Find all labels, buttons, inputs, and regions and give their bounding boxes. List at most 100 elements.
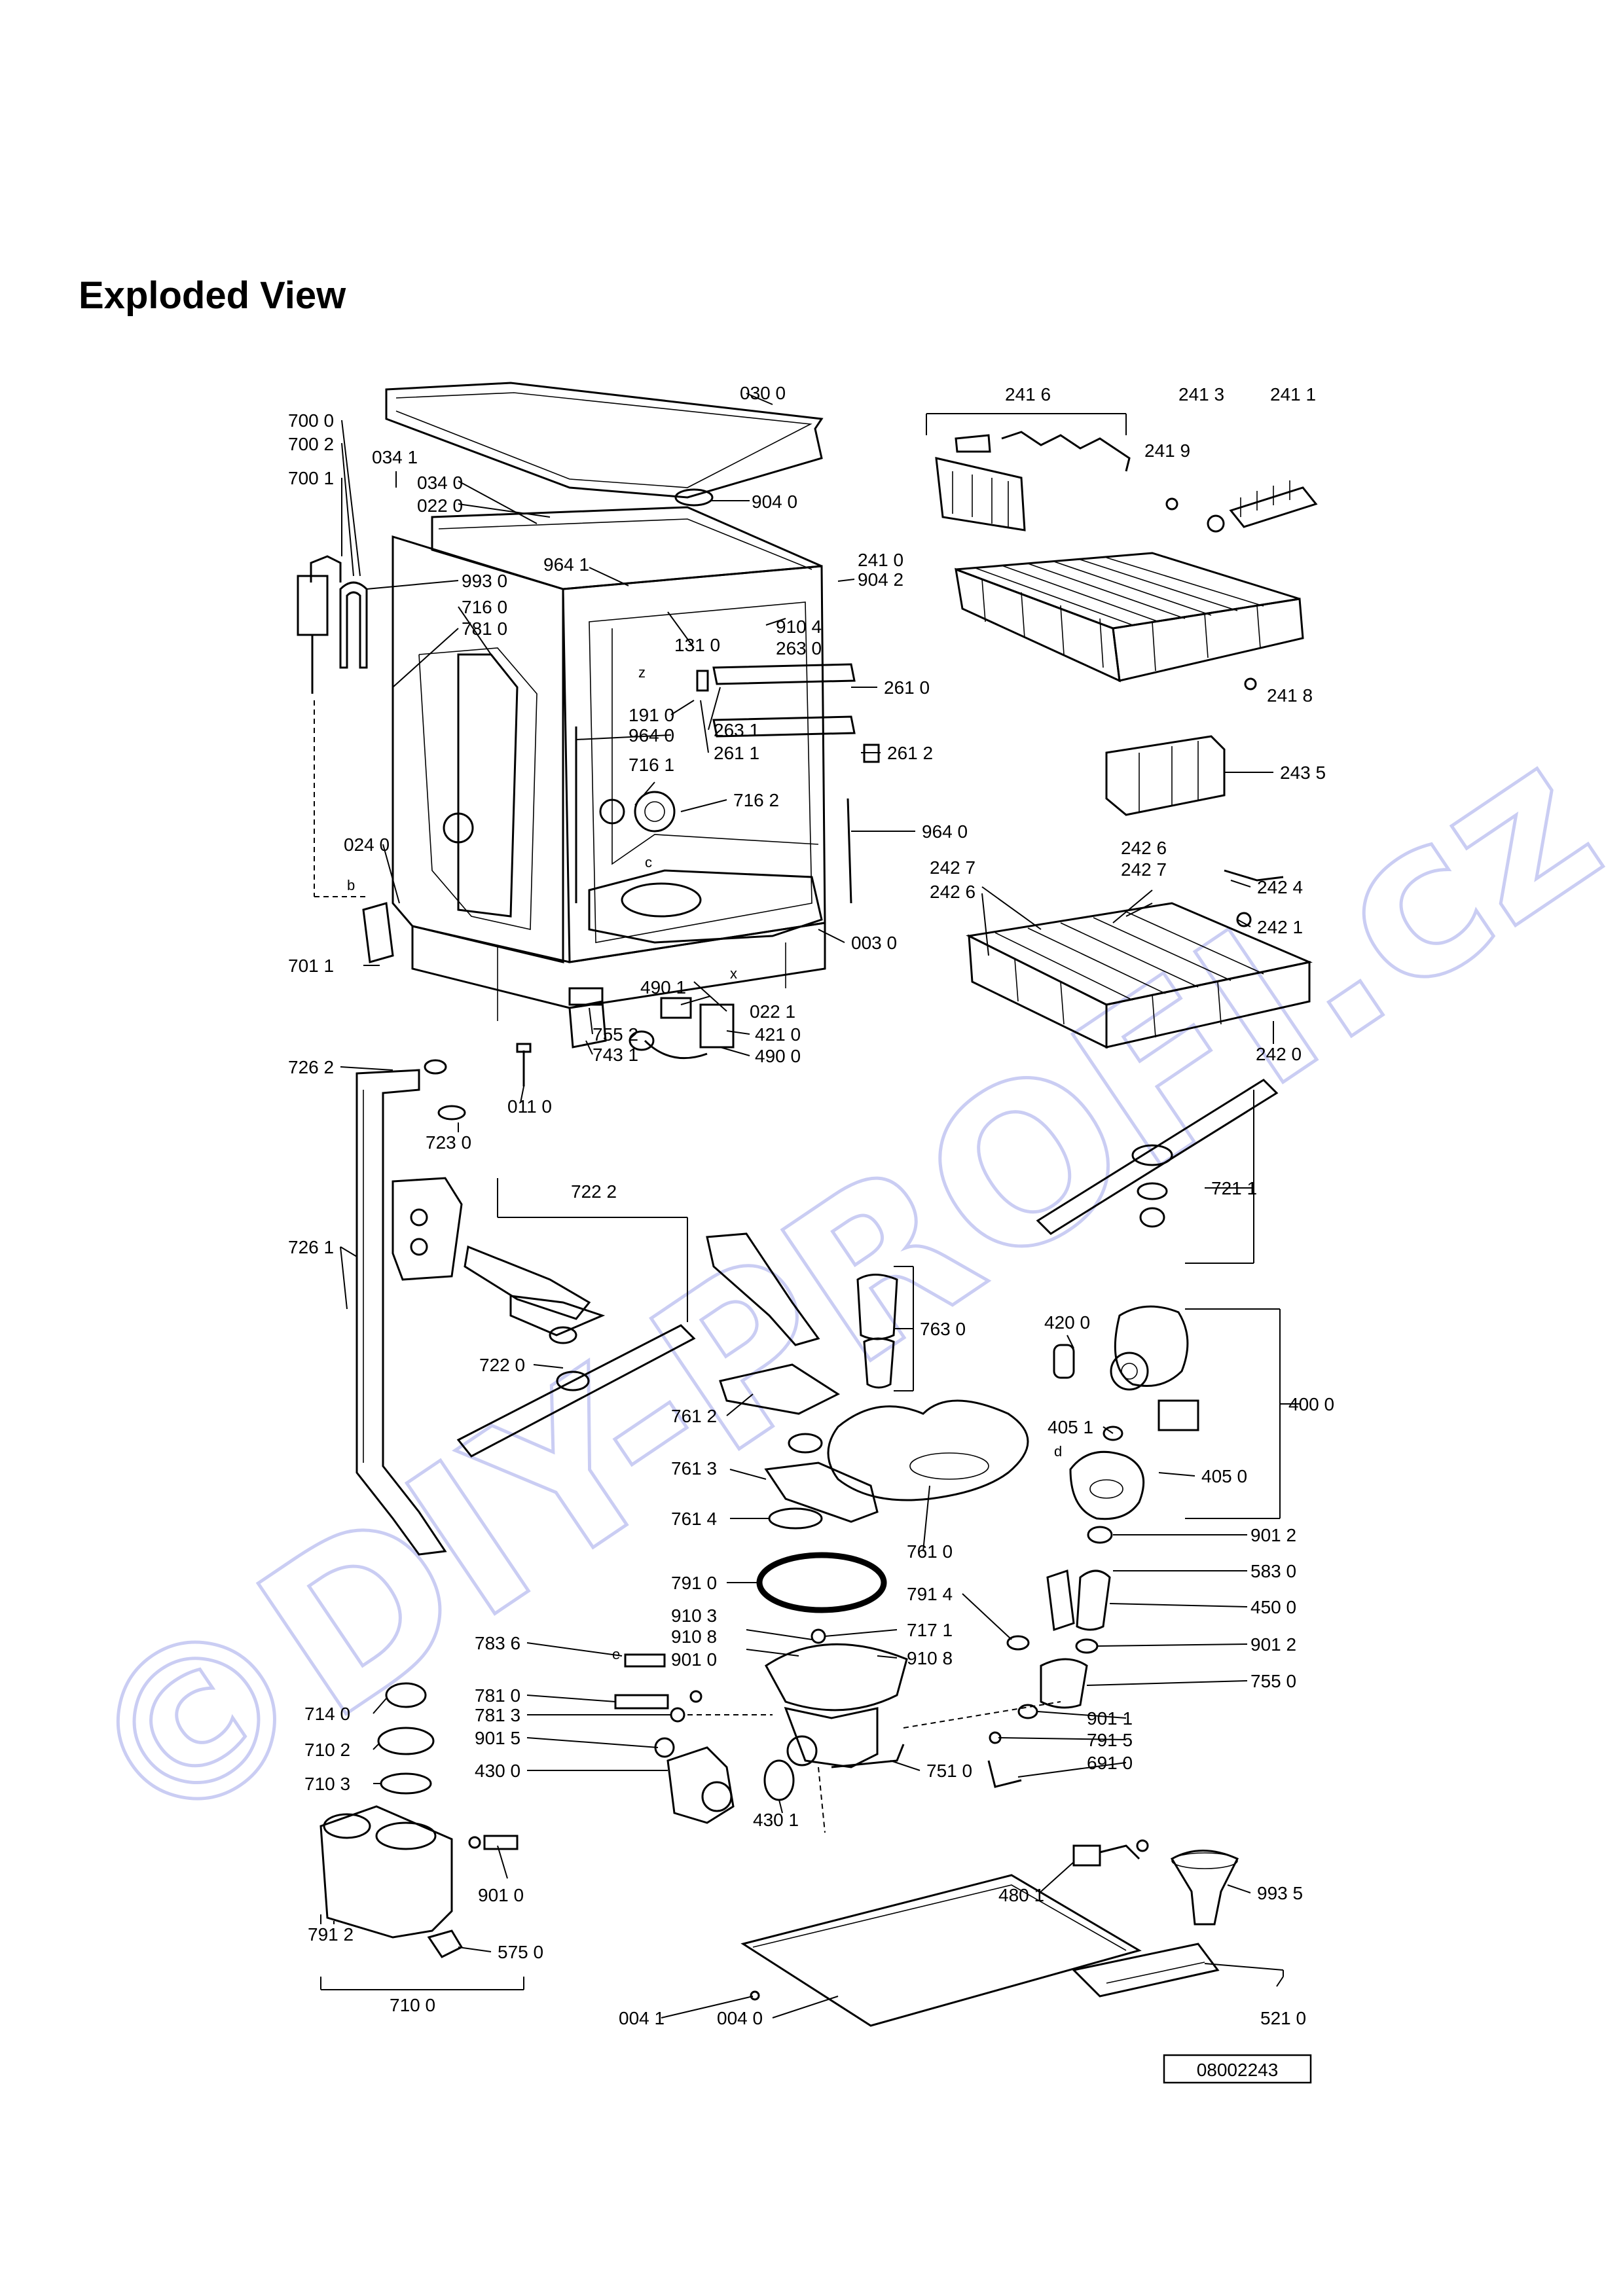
callout-763-0: 763 0 [920, 1319, 966, 1339]
sump-seal-ring-part [756, 1552, 887, 1613]
funnel-part [1170, 1850, 1239, 1926]
callout-761-3: 761 3 [671, 1458, 717, 1479]
callout-575-0: 575 0 [498, 1942, 543, 1962]
filter-seal-part [768, 1507, 823, 1530]
filter-cup-part [764, 1462, 879, 1523]
coarse-filter-part [856, 1274, 898, 1340]
salt-cap-part [385, 1682, 427, 1708]
upper-spray-hub-part [634, 791, 676, 833]
base-part [411, 922, 826, 1009]
callout-910-8-a: 910 8 [671, 1626, 717, 1647]
distributor-part [392, 1177, 463, 1281]
callout-993-5: 993 5 [1257, 1883, 1303, 1903]
callout-700-0: 700 0 [288, 410, 334, 431]
callout-261-2: 261 2 [887, 743, 933, 763]
callout-964-0-a: 964 0 [629, 725, 674, 745]
worktop-part [385, 382, 824, 499]
callout-261-0: 261 0 [884, 677, 930, 698]
upper-spray-arm-part [1036, 1079, 1279, 1235]
callout-003-0: 003 0 [851, 933, 897, 953]
callout-022-0: 022 0 [417, 495, 463, 516]
callout-022-1: 022 1 [750, 1001, 795, 1022]
callout-480-1: 480 1 [998, 1885, 1044, 1905]
circulation-pump-motor-part [1114, 1305, 1189, 1387]
ref-letter-z: z [638, 664, 646, 681]
callout-034-1: 034 1 [372, 447, 418, 467]
ref-letter-c: c [645, 854, 652, 870]
callout-791-2: 791 2 [308, 1924, 354, 1945]
callout-241-3: 241 3 [1178, 384, 1224, 404]
lower-spray-arm-part [456, 1324, 696, 1458]
callout-701-1: 701 1 [288, 956, 334, 976]
spray-arm-carrier-part [719, 1363, 841, 1415]
callout-241-9: 241 9 [1144, 440, 1190, 461]
watermark-text: ©DIY-PROFI.cz [39, 694, 1623, 1888]
hose-part [1040, 1658, 1088, 1709]
callout-191-0: 191 0 [629, 705, 674, 725]
callout-964-1: 964 1 [543, 554, 589, 575]
drain-pump-part [666, 1746, 735, 1824]
callout-700-2: 700 2 [288, 434, 334, 454]
callout-490-1: 490 1 [640, 977, 686, 997]
callout-910-4: 910 4 [776, 617, 822, 637]
rail-part [712, 663, 856, 685]
callout-241-1: 241 1 [1270, 384, 1316, 404]
ref-letter-d: d [1054, 1443, 1062, 1460]
callout-910-3: 910 3 [671, 1605, 717, 1626]
callout-261-1: 261 1 [714, 743, 759, 763]
callout-420-0: 420 0 [1044, 1312, 1090, 1333]
callout-901-2-b: 901 2 [1250, 1634, 1296, 1655]
ref-letter-x: x [730, 965, 737, 982]
callout-904-2: 904 2 [858, 569, 903, 590]
callout-521-0: 521 0 [1260, 2008, 1306, 2028]
pump-group [987, 1305, 1281, 1788]
callout-710-3: 710 3 [304, 1774, 350, 1794]
base-bottom-group [740, 1839, 1239, 2027]
callout-791-5: 791 5 [1087, 1730, 1133, 1750]
callout-726-1: 726 1 [288, 1237, 334, 1257]
callout-723-0: 723 0 [426, 1132, 471, 1153]
callout-691-0: 691 0 [1087, 1753, 1133, 1773]
callout-241-0: 241 0 [858, 550, 903, 570]
supply-pipe-part [356, 1069, 447, 1556]
callout-263-0: 263 0 [776, 638, 822, 658]
callout-717-1: 717 1 [907, 1620, 953, 1640]
callout-024-0: 024 0 [344, 834, 390, 855]
cup-rack-part [935, 457, 1026, 531]
callout-490-0: 490 0 [755, 1046, 801, 1066]
callout-242-7-b: 242 7 [1121, 859, 1167, 880]
callout-241-6: 241 6 [1005, 384, 1051, 404]
callout-263-1: 263 1 [714, 720, 759, 740]
callout-710-0: 710 0 [390, 1995, 435, 2015]
callout-726-2: 726 2 [288, 1057, 334, 1077]
callout-004-0: 004 0 [717, 2008, 763, 2028]
callout-722-0: 722 0 [479, 1355, 525, 1375]
softener-group [319, 1682, 524, 1990]
callout-421-0: 421 0 [755, 1024, 801, 1045]
callout-400-0: 400 0 [1288, 1394, 1334, 1414]
callout-011-0: 011 0 [507, 1096, 552, 1117]
ref-letter-b: b [347, 877, 355, 893]
sump-part [765, 1643, 908, 1712]
callout-783-6: 783 6 [475, 1633, 520, 1653]
drawing-number: 08002243 [1197, 2060, 1279, 2080]
callout-781-3: 781 3 [475, 1705, 520, 1725]
callout-721-1: 721 1 [1211, 1178, 1257, 1198]
callout-781-0-b: 781 0 [475, 1685, 520, 1706]
hinge-bracket-part [362, 902, 394, 963]
callout-242-0: 242 0 [1256, 1044, 1302, 1064]
drawing-number-box: 08002243 [1163, 2054, 1312, 2084]
callout-781-0: 781 0 [462, 619, 507, 639]
callout-004-1: 004 1 [619, 2008, 665, 2028]
cabinet-group [297, 382, 880, 1086]
callout-405-0: 405 0 [1201, 1466, 1247, 1486]
heater-part [1076, 1570, 1111, 1631]
tub-sump-opening [621, 882, 702, 918]
callout-901-1: 901 1 [1087, 1708, 1133, 1729]
callout-034-0: 034 0 [417, 473, 463, 493]
callout-450-0: 450 0 [1250, 1597, 1296, 1617]
callout-583-0: 583 0 [1250, 1561, 1296, 1581]
callout-904-0: 904 0 [752, 492, 797, 512]
callout-901-0-b: 901 0 [478, 1885, 524, 1905]
